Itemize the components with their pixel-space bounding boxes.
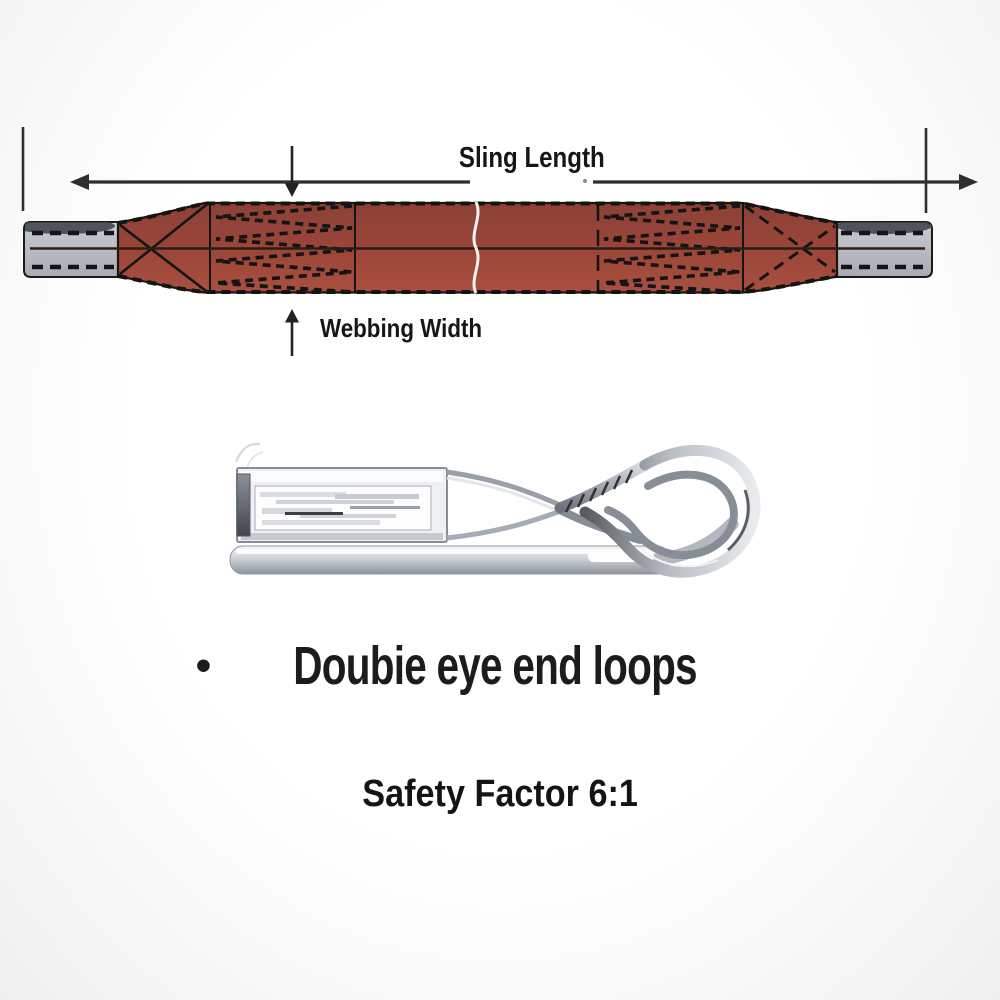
width-pointer-up-arrow [285,309,299,356]
width-pointer-down-arrow [285,146,299,197]
webbing-width-label: Webbing Width [320,313,508,343]
fitting-caption: • Doubie eye end loops [0,630,980,702]
webbing-width-text: Webbing Width [320,313,483,343]
left-arrowhead-icon [70,174,89,190]
left-eye-shadow [25,222,115,234]
right-arrowhead-icon [959,174,978,190]
outer-eye-loop [579,444,761,578]
safety-factor-label: Safety Factor 6:1 [0,772,1000,816]
bullet-icon: • [195,641,212,690]
safety-factor-text: Safety Factor 6:1 [362,773,638,815]
double-eye-end-loop-photo [229,442,761,578]
sling-length-dimension-arrow [21,127,978,213]
sling-length-label: Sling Length [432,142,632,174]
zigzag-stitch-right [603,204,741,294]
right-cross-stitch [744,204,836,274]
left-cross-stitch [119,223,207,293]
stitch-pattern [32,201,923,294]
inner-eye-loop [604,470,738,560]
length-break-line [472,201,480,294]
twist-knurl-ticks [564,469,634,513]
zigzag-stitch-left [215,204,353,294]
sling-length-text: Sling Length [459,142,605,174]
fitting-caption-text: Doubie eye end loops [293,636,697,696]
